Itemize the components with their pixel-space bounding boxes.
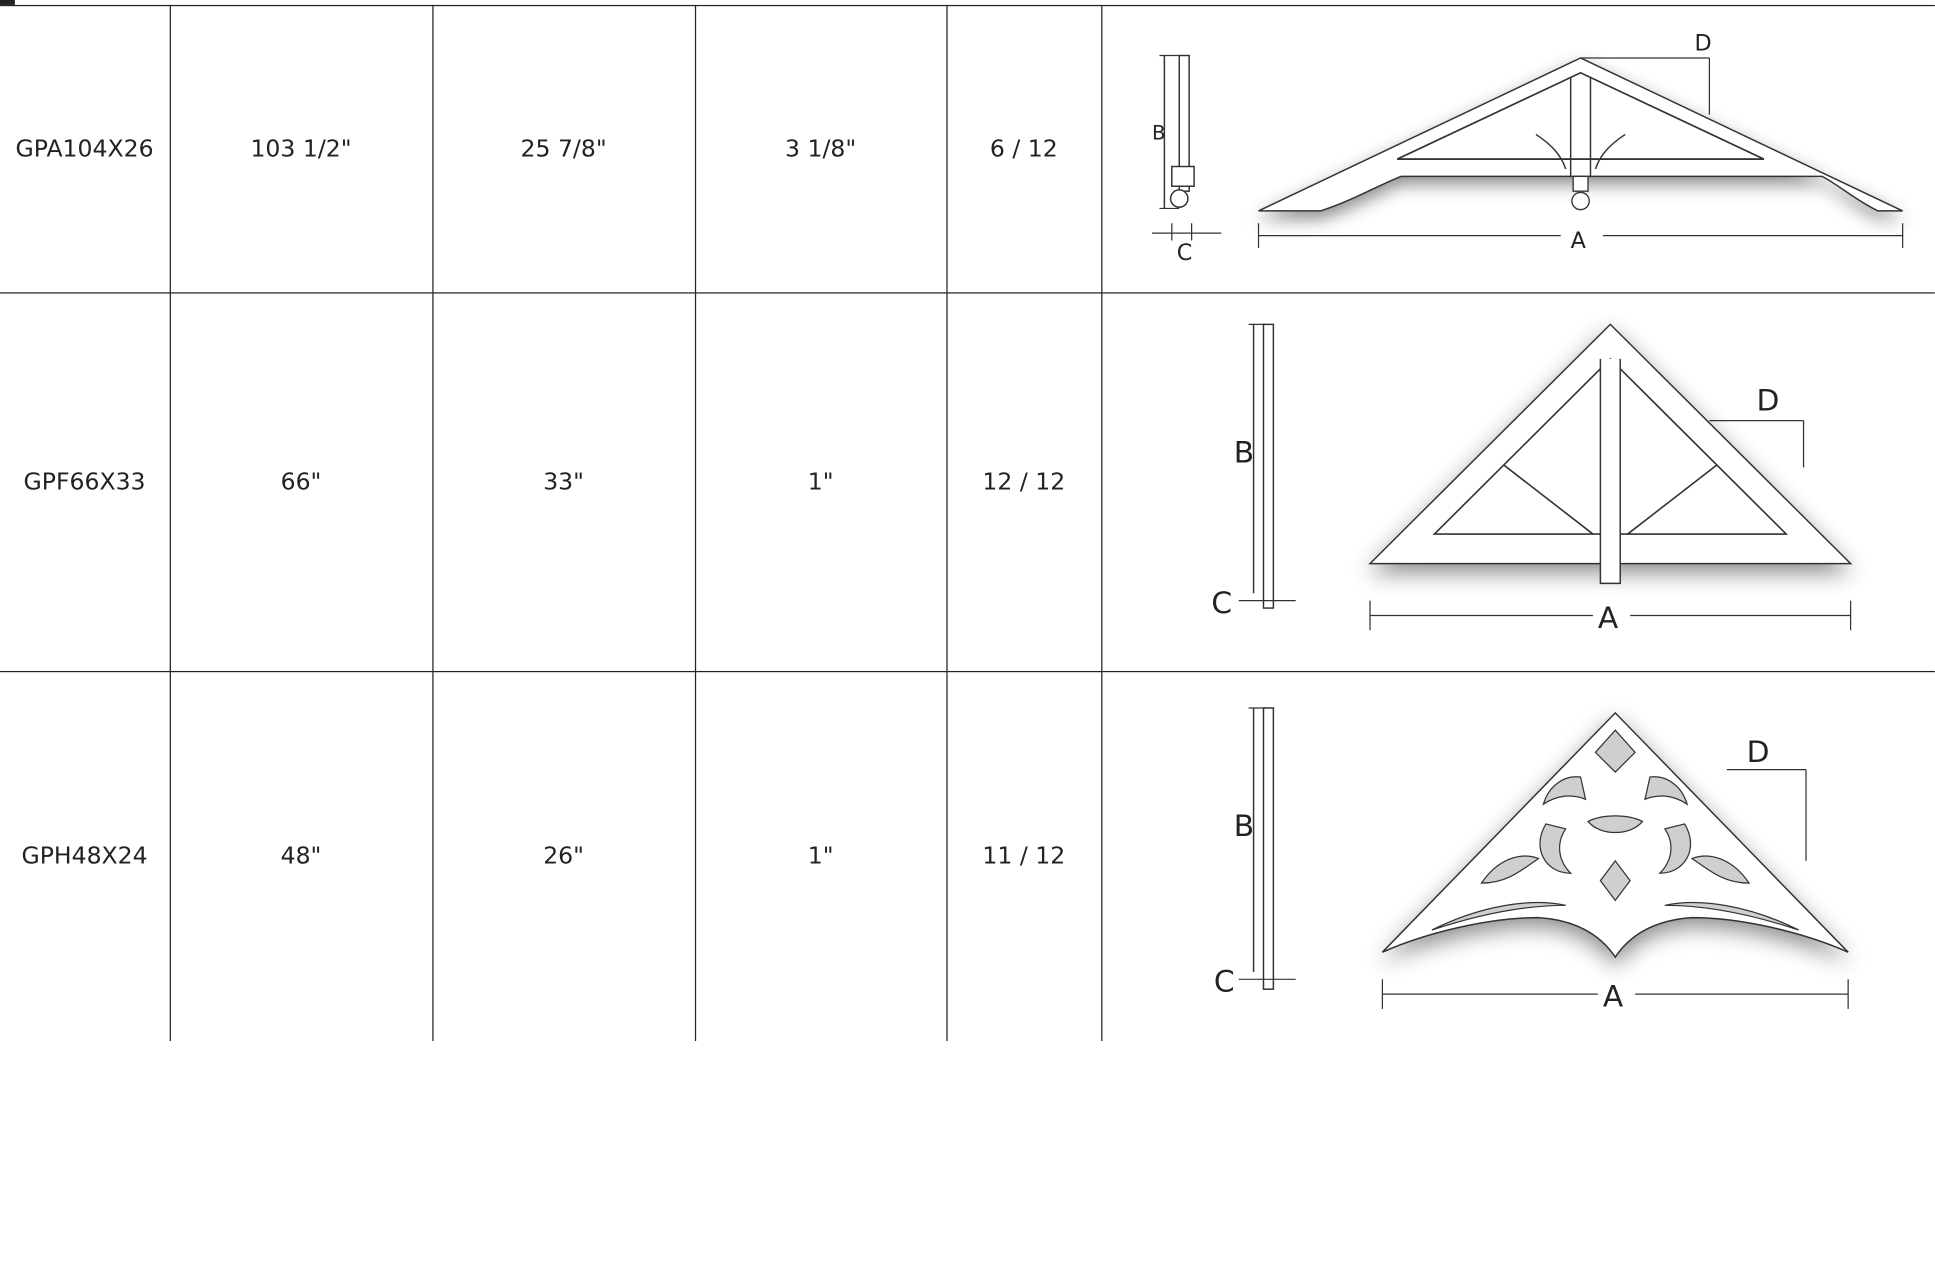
model-cell: GPH48X24 bbox=[0, 670, 171, 1041]
dim-label-c: C bbox=[1176, 240, 1192, 266]
side-profile bbox=[1151, 54, 1222, 241]
dim-label-c: C bbox=[1214, 964, 1235, 999]
dim-label-b: B bbox=[1152, 121, 1166, 144]
table-row: GPH48X24 48" 26" 1" 11 / 12 bbox=[0, 670, 1935, 1041]
table-row: GPF66X33 66" 33" 1" 12 / 12 bbox=[0, 292, 1935, 673]
model-cell: GPA104X26 bbox=[0, 4, 171, 294]
height-b-cell: 33" bbox=[431, 292, 696, 673]
gable-pediment-truss-icon: B C A D bbox=[1211, 323, 1853, 635]
height-b-cell: 26" bbox=[431, 670, 696, 1041]
diagram-cell: B C bbox=[1100, 670, 1935, 1041]
dim-label-c: C bbox=[1211, 585, 1232, 620]
gable-pediment-scroll-icon: B C bbox=[1214, 707, 1849, 1014]
gable-pediment-arched-icon: B C bbox=[1151, 31, 1903, 266]
depth-c-cell: 3 1/8" bbox=[694, 4, 947, 294]
depth-c-cell: 1" bbox=[694, 292, 947, 673]
diagram-cell: B C A D bbox=[1100, 292, 1935, 673]
front-view bbox=[1381, 712, 1849, 959]
dim-label-d: D bbox=[1756, 383, 1779, 418]
front-view bbox=[1257, 57, 1903, 212]
dim-label-a: A bbox=[1570, 228, 1586, 254]
scroll-cutouts bbox=[1431, 729, 1799, 931]
dim-label-a: A bbox=[1603, 979, 1624, 1014]
dim-label-b: B bbox=[1233, 809, 1253, 844]
diagram-cell: B C bbox=[1100, 4, 1935, 294]
dim-label-d: D bbox=[1746, 735, 1769, 770]
width-a-cell: 66" bbox=[169, 292, 433, 673]
header-edge bbox=[0, 0, 15, 5]
side-profile bbox=[1238, 707, 1296, 991]
dim-label-b: B bbox=[1233, 435, 1253, 470]
table-row: GPA104X26 103 1/2" 25 7/8" 3 1/8" 6 / 12 bbox=[0, 4, 1935, 294]
side-profile bbox=[1238, 323, 1296, 609]
pitch-cell: 6 / 12 bbox=[945, 4, 1102, 294]
depth-c-cell: 1" bbox=[694, 670, 947, 1041]
dim-label-a: A bbox=[1598, 600, 1619, 635]
spec-table: GPA104X26 103 1/2" 25 7/8" 3 1/8" 6 / 12 bbox=[0, 4, 1935, 1041]
pitch-cell: 12 / 12 bbox=[945, 292, 1102, 673]
model-cell: GPF66X33 bbox=[0, 292, 171, 673]
height-b-cell: 25 7/8" bbox=[431, 4, 696, 294]
dim-label-d: D bbox=[1694, 31, 1711, 57]
width-a-cell: 103 1/2" bbox=[169, 4, 433, 294]
width-a-cell: 48" bbox=[169, 670, 433, 1041]
pitch-cell: 11 / 12 bbox=[945, 670, 1102, 1041]
